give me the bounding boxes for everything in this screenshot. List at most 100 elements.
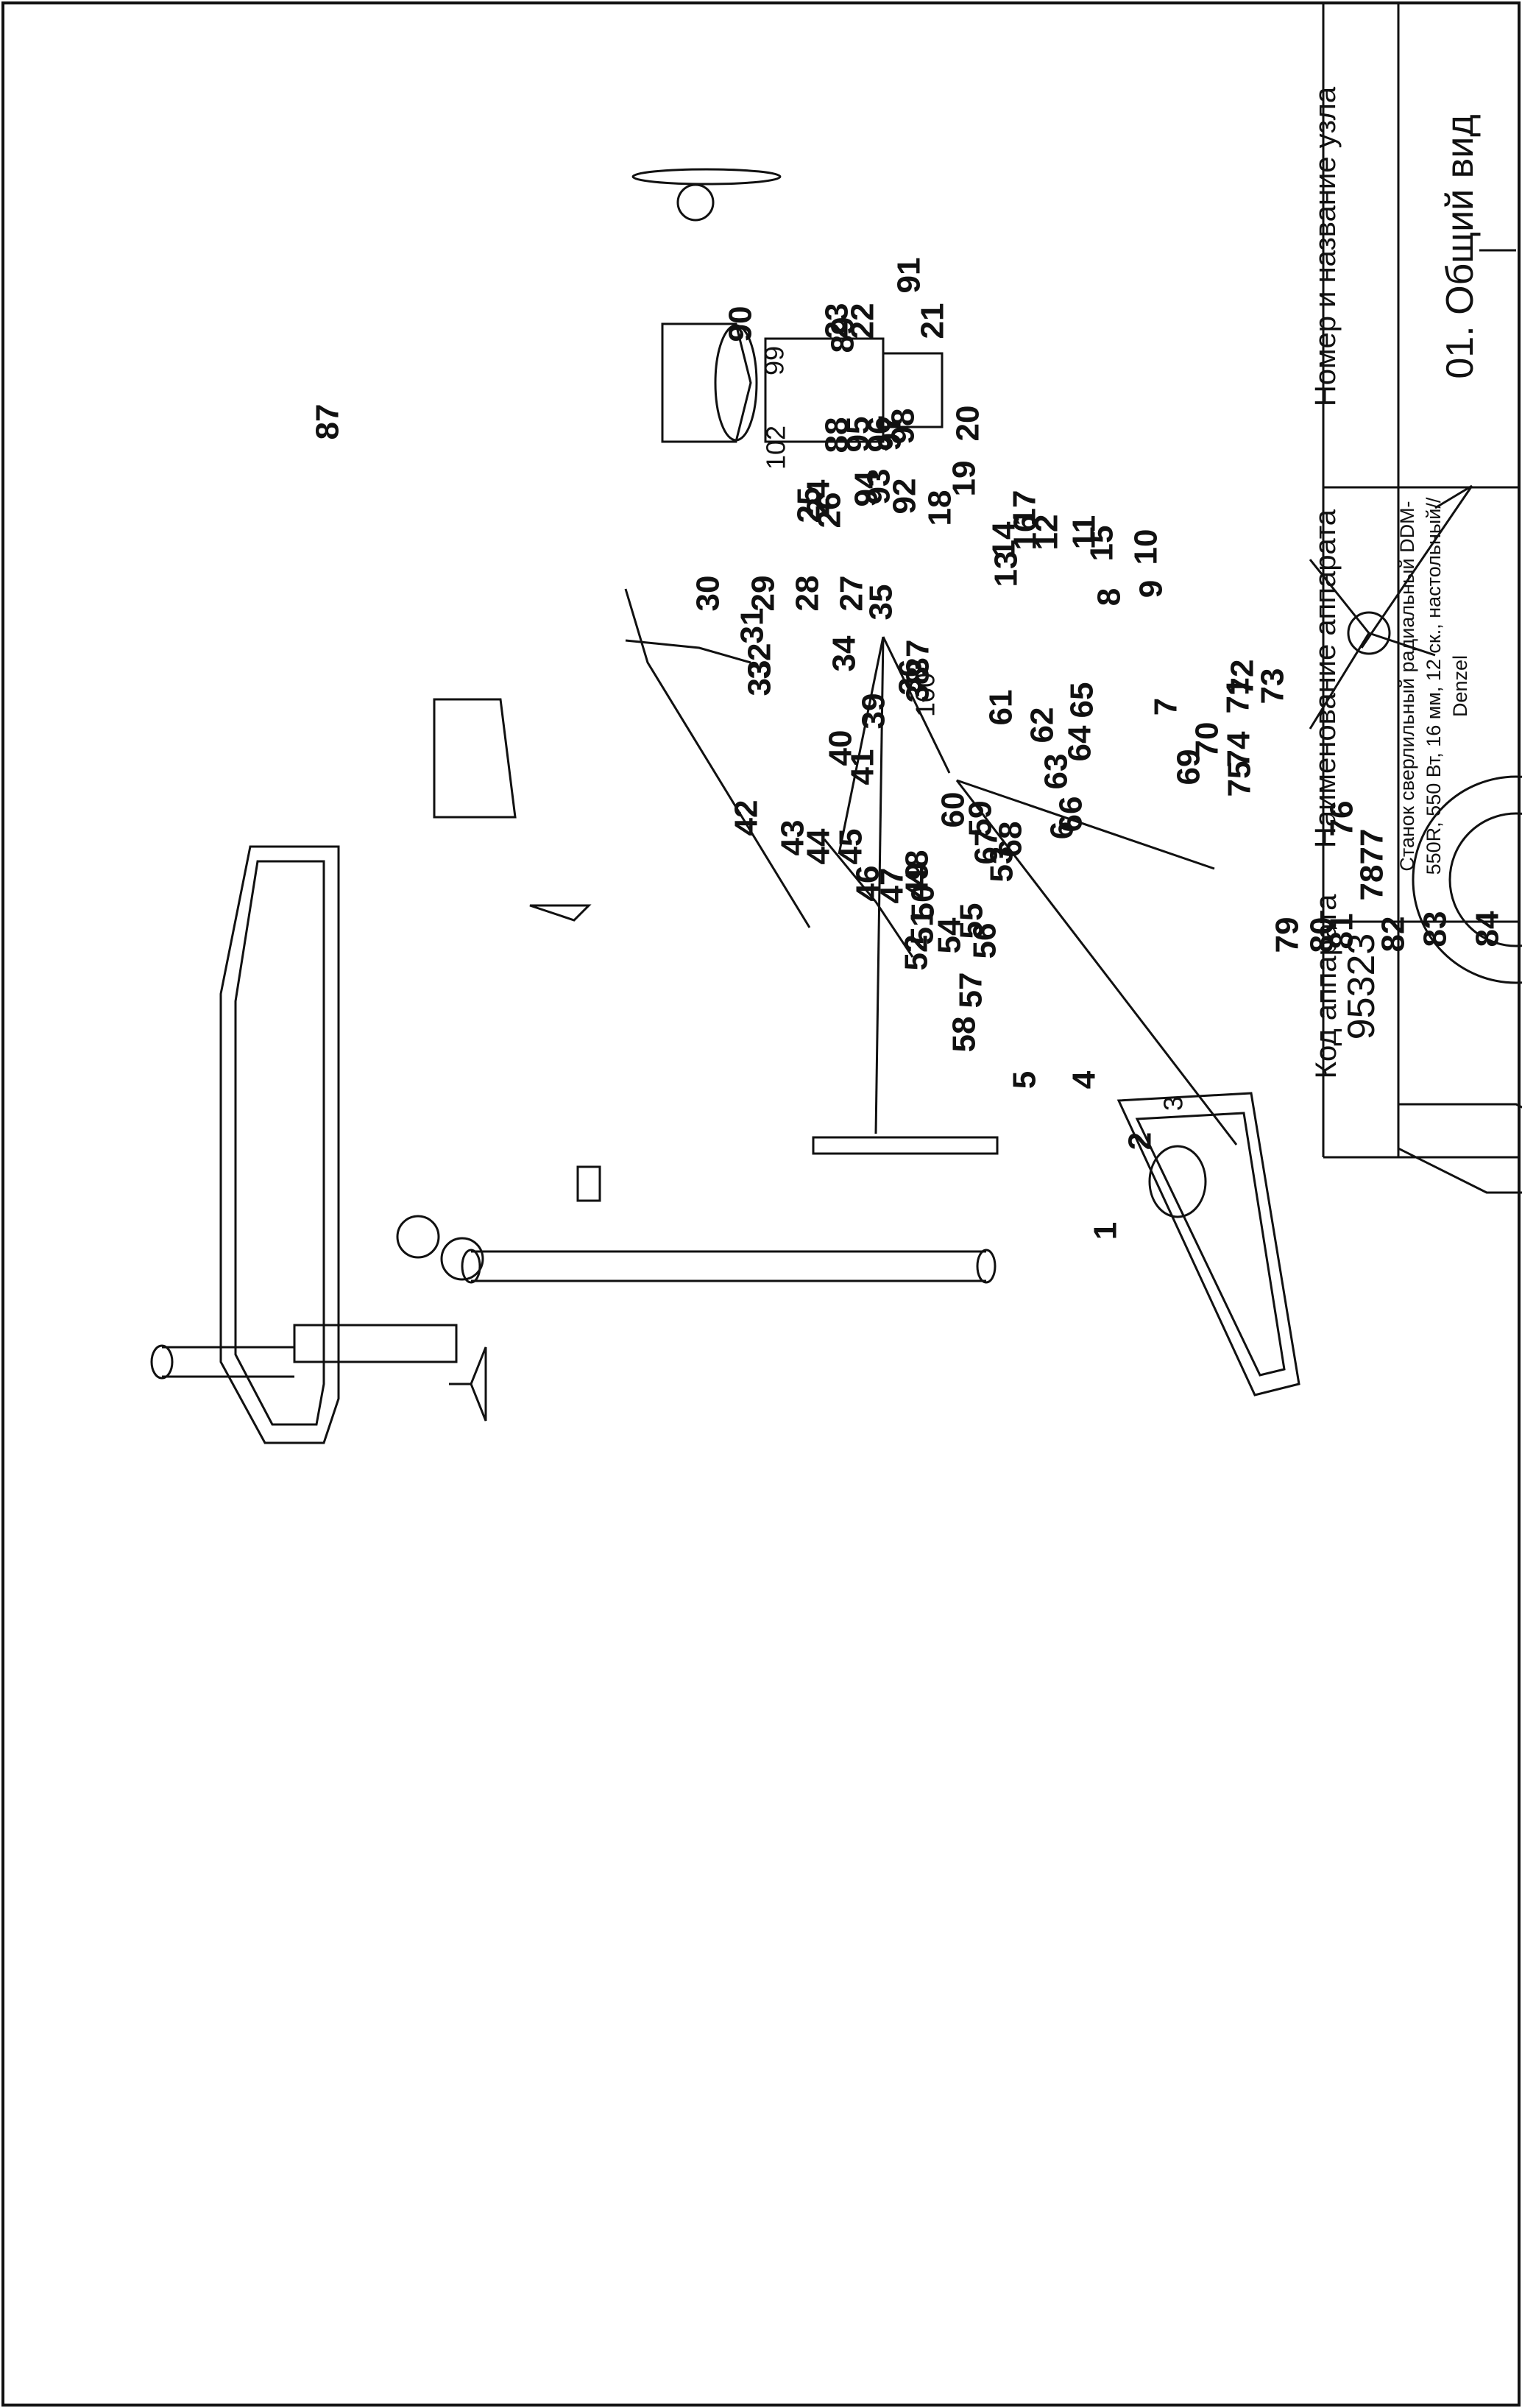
- part-label-76: 76: [1324, 801, 1360, 837]
- part-label-19: 19: [946, 461, 983, 497]
- part-label-3: 3: [1158, 1096, 1189, 1111]
- part-label-66: 66: [1053, 797, 1089, 833]
- part-label-45: 45: [833, 829, 869, 865]
- part-label-58: 58: [946, 1017, 983, 1053]
- part-label-23: 23: [819, 303, 855, 339]
- part-label-81: 81: [1324, 914, 1360, 950]
- part-label-5: 5: [1007, 1071, 1043, 1089]
- part-label-9: 9: [1133, 580, 1169, 598]
- part-label-4: 4: [1066, 1070, 1102, 1089]
- part-label-2: 2: [1122, 1132, 1158, 1150]
- part-label-52: 52: [899, 935, 935, 971]
- part-label-49: 49: [899, 863, 935, 899]
- part-label-100: 100: [910, 673, 941, 717]
- part-label-1: 1: [1088, 1222, 1124, 1240]
- part-label-30: 30: [690, 576, 726, 612]
- part-label-11: 11: [1066, 515, 1102, 550]
- part-label-32: 32: [742, 643, 778, 679]
- part-label-10: 10: [1128, 529, 1164, 565]
- part-label-98: 98: [885, 409, 921, 445]
- part-label-14: 14: [986, 521, 1022, 557]
- part-label-40: 40: [823, 730, 859, 766]
- part-label-77: 77: [1354, 829, 1390, 865]
- part-label-55: 55: [954, 903, 990, 939]
- part-label-64: 64: [1062, 725, 1098, 761]
- part-label-18: 18: [922, 490, 958, 526]
- part-label-29: 29: [746, 576, 782, 612]
- part-label-72: 72: [1225, 660, 1261, 696]
- part-label-26: 26: [812, 492, 848, 529]
- part-label-75: 75: [1222, 761, 1258, 797]
- part-label-60: 60: [935, 792, 971, 828]
- part-label-67: 67: [969, 829, 1005, 865]
- part-label-43: 43: [775, 820, 811, 856]
- part-label-21: 21: [915, 303, 951, 339]
- part-label-8: 8: [1091, 588, 1128, 606]
- part-label-28: 28: [790, 576, 826, 612]
- part-label-62: 62: [1024, 707, 1061, 744]
- part-label-33: 33: [742, 660, 778, 696]
- part-label-85: 85: [1521, 914, 1522, 950]
- part-label-13: 13: [988, 551, 1024, 587]
- part-label-84: 84: [1470, 911, 1506, 947]
- part-label-25: 25: [791, 487, 827, 523]
- part-label-69: 69: [1171, 749, 1207, 785]
- part-label-83: 83: [1417, 911, 1454, 947]
- part-label-36: 36: [893, 660, 929, 696]
- part-label-47: 47: [874, 868, 910, 904]
- part-label-38: 38: [900, 667, 936, 703]
- part-label-20: 20: [950, 406, 986, 442]
- part-label-90: 90: [723, 306, 759, 342]
- part-label-7: 7: [1148, 698, 1184, 716]
- part-label-6: 6: [1044, 822, 1080, 839]
- part-label-61: 61: [983, 690, 1019, 726]
- part-label-15: 15: [1084, 526, 1120, 562]
- part-label-44: 44: [801, 828, 837, 864]
- part-label-99: 99: [760, 346, 790, 375]
- part-label-87: 87: [310, 404, 346, 440]
- part-label-54: 54: [932, 917, 968, 953]
- part-label-65: 65: [1064, 682, 1100, 718]
- part-label-82: 82: [1376, 917, 1412, 953]
- part-label-46: 46: [850, 866, 886, 902]
- part-label-42: 42: [729, 800, 765, 836]
- part-label-63: 63: [1038, 754, 1075, 790]
- part-label-31: 31: [735, 608, 771, 644]
- part-label-51: 51: [905, 909, 941, 945]
- part-label-79: 79: [1270, 917, 1306, 953]
- part-label-73: 73: [1255, 668, 1291, 705]
- part-label-17: 17: [1007, 490, 1043, 526]
- part-label-48: 48: [899, 850, 935, 886]
- part-label-71: 71: [1220, 678, 1256, 714]
- part-label-24: 24: [801, 479, 837, 515]
- part-label-59: 59: [963, 801, 999, 837]
- part-label-41: 41: [845, 749, 881, 785]
- part-label-16: 16: [1008, 515, 1044, 551]
- part-label-97: 97: [872, 415, 908, 451]
- part-label-50: 50: [905, 885, 941, 921]
- part-label-22: 22: [845, 303, 881, 339]
- part-label-53: 53: [984, 847, 1020, 883]
- part-label-70: 70: [1189, 722, 1225, 758]
- part-label-37: 37: [900, 640, 936, 676]
- part-label-89: 89: [825, 317, 861, 353]
- part-label-68: 68: [993, 822, 1029, 858]
- part-label-35: 35: [863, 585, 899, 621]
- part-label-78: 78: [1354, 865, 1390, 901]
- part-label-94: 94: [849, 470, 885, 506]
- part-label-27: 27: [834, 576, 870, 612]
- part-label-92: 92: [887, 479, 923, 515]
- part-label-56: 56: [967, 923, 1003, 959]
- part-label-102: 102: [761, 426, 791, 470]
- part-label-96: 96: [862, 417, 898, 453]
- part-label-88: 88: [819, 417, 855, 453]
- part-label-12: 12: [1029, 515, 1065, 551]
- part-label-74: 74: [1221, 731, 1257, 767]
- part-label-91: 91: [891, 258, 927, 294]
- part-label-34: 34: [827, 635, 863, 671]
- part-label-95: 95: [840, 417, 877, 453]
- part-label-39: 39: [856, 693, 892, 730]
